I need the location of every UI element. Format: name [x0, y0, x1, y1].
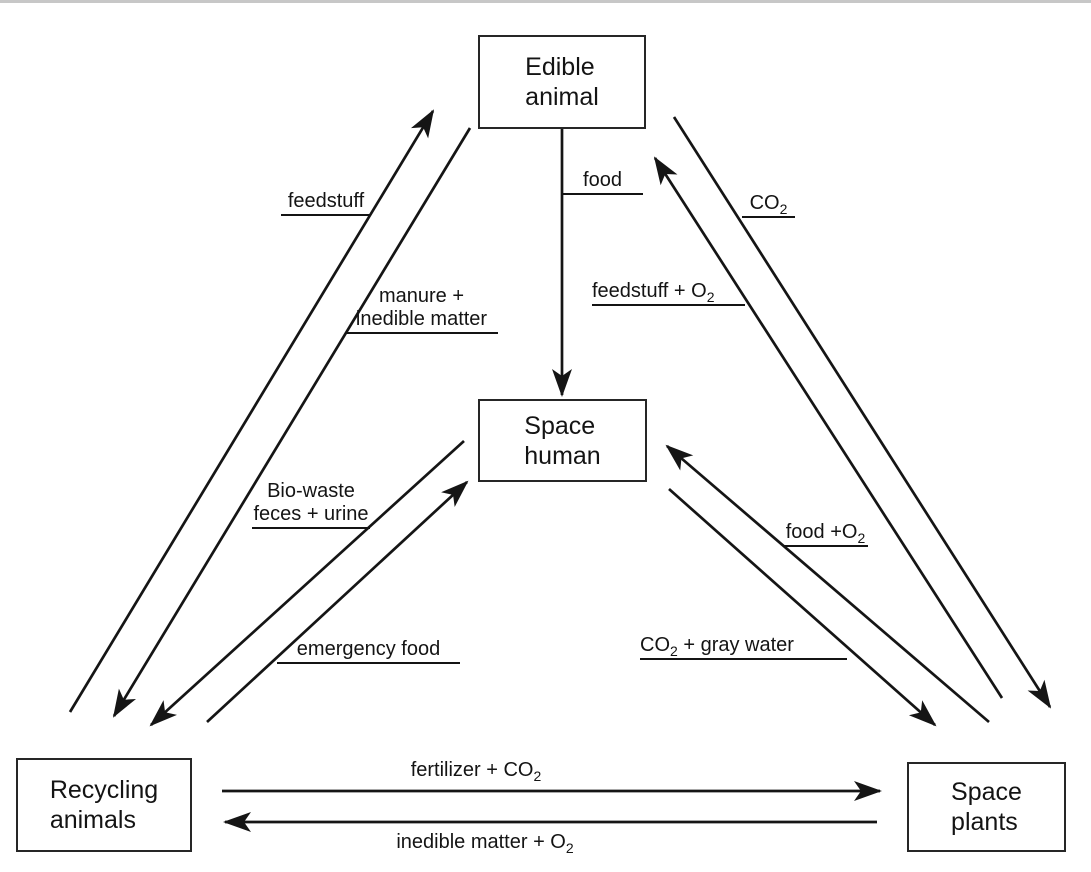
edge-label-food: food	[562, 169, 643, 195]
edge-label-line: feedstuff + O2	[592, 280, 715, 305]
edge-label-emergency-food: emergency food	[277, 638, 460, 664]
top-border-line	[0, 0, 1091, 3]
edge-label-line: Bio-waste	[267, 480, 355, 502]
edge-label-line: food +O2	[785, 521, 866, 546]
node-label-line: animal	[525, 83, 599, 111]
edge-label-line: inedible matter + O2	[396, 831, 574, 856]
edge-label-co2-gray-water: CO2 + gray water	[640, 634, 847, 660]
edge-line-feedstuff-o2	[653, 156, 1004, 699]
node-label-line: Recycling	[49, 776, 159, 804]
edge-label-food-o2: food +O2	[783, 521, 868, 547]
edge-label-co2: CO2	[742, 192, 795, 218]
edge-label-line: feedstuff	[287, 190, 365, 212]
edge-line-co2	[672, 116, 1052, 709]
edge-label-line: CO2	[749, 192, 788, 217]
node-label-line: animals	[49, 806, 136, 834]
node-label-line: Space	[524, 411, 596, 440]
edge-line-food-o2	[665, 444, 990, 724]
edge-line-bio-waste-feces-urine	[149, 440, 465, 727]
edge-label-line: CO2 + gray water	[640, 634, 794, 659]
edge-line-co2-gray-water	[668, 487, 937, 727]
node-label-line: Space	[951, 778, 1022, 806]
edge-label-line: fertilizer + CO2	[410, 759, 542, 784]
edge-label-inedible-matter-o2: inedible matter + O2	[390, 831, 580, 856]
edge-label-line: emergency food	[296, 638, 441, 660]
edge-label-feedstuff-o2: feedstuff + O2	[592, 280, 745, 306]
edge-label-manure-inedible-matter: manure +inedible matter	[345, 285, 498, 334]
edge-line-feedstuff	[68, 109, 435, 713]
edge-label-line: food	[583, 169, 622, 191]
edge-line-manure-inedible-matter	[112, 127, 472, 718]
node-label-line: plants	[951, 808, 1018, 836]
edge-label-line: manure +	[378, 285, 465, 307]
edge-line-emergency-food	[206, 480, 469, 723]
node-label-line: Edible	[525, 53, 595, 81]
node-label-line: human	[524, 441, 601, 470]
edge-label-feedstuff: feedstuff	[281, 190, 371, 216]
edge-label-line: feces + urine	[253, 503, 369, 525]
edge-label-line: inedible matter	[355, 308, 488, 330]
edge-label-fertilizer-co2: fertilizer + CO2	[386, 759, 566, 784]
